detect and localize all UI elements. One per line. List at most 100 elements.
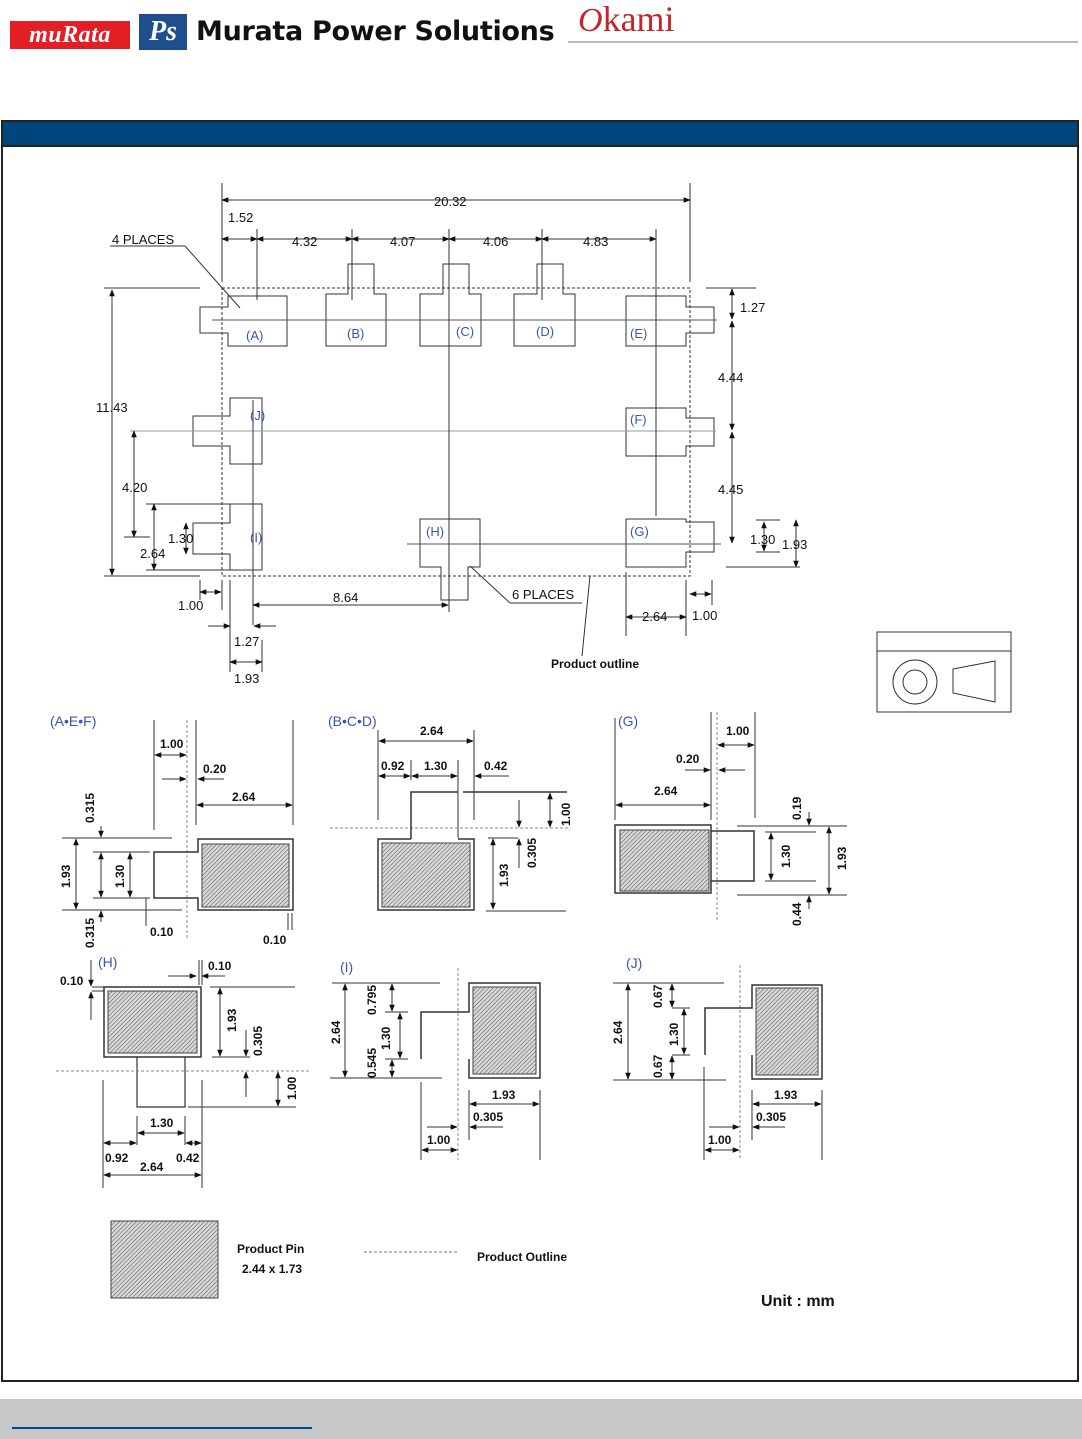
detail-g-dim-3: 2.64: [654, 784, 678, 798]
detail-h-dim-1: 0.10: [60, 974, 84, 988]
pin-label-h: (H): [426, 524, 444, 539]
main-layout: [104, 183, 800, 672]
legend-pin-label: Product Pin: [237, 1242, 304, 1256]
detail-h-dim-9: 2.64: [140, 1160, 164, 1174]
main-labels: 20.32 1.52 4.32 4.07 4.06 4.83 4 PLACES …: [96, 194, 807, 686]
detail-aef-dim-1: 1.00: [160, 737, 184, 751]
pin-label-f: (F): [630, 412, 647, 427]
footer-link-underline[interactable]: [12, 1427, 312, 1429]
detail-g-dim-1: 1.00: [726, 724, 750, 738]
detail-aef-dim-7: 0.315: [83, 918, 97, 948]
drawing-frame: [1, 120, 1079, 1382]
detail-i-dim-3: 1.30: [379, 1026, 393, 1050]
detail-i-dim-4: 0.545: [365, 1048, 379, 1078]
detail-aef-title: (A•E•F): [50, 713, 96, 729]
detail-h-labels: (H) 0.10 0.10 1.93 0.305 1.00 1.30 0.92 …: [60, 954, 299, 1174]
okami-feather-initial: O: [578, 2, 603, 39]
detail-i-dim-6: 0.305: [473, 1110, 503, 1124]
detail-bcd-dim-1: 2.64: [420, 724, 444, 738]
okami-wordmark: kami: [602, 0, 675, 39]
detail-h-title: (H): [98, 954, 117, 970]
brand-name: Murata Power Solutions: [196, 16, 555, 47]
pin-label-d: (D): [536, 324, 554, 339]
detail-j-dim-6: 0.305: [756, 1110, 786, 1124]
unit-label: Unit : mm: [761, 1293, 835, 1310]
dim-right-4-44: 4.44: [718, 370, 743, 385]
dim-right-1-93: 1.93: [782, 537, 807, 552]
detail-j-title: (J): [626, 955, 642, 971]
detail-bcd-dim-6: 0.305: [525, 838, 539, 868]
detail-aef-dim-9: 0.10: [263, 933, 287, 947]
pad-d: [513, 263, 576, 347]
pin-label-c: (C): [456, 324, 474, 339]
detail-j-dim-2: 0.67: [651, 984, 665, 1008]
callout-6-places: 6 PLACES: [512, 587, 574, 602]
pad-j: [192, 397, 263, 465]
detail-j-dim-1: 2.64: [611, 1020, 625, 1044]
detail-g-dim-2: 0.20: [676, 752, 700, 766]
ps-logo: Ps: [139, 14, 187, 50]
dim-bottom-1-00-left: 1.00: [178, 598, 203, 613]
detail-bcd: [330, 730, 570, 912]
detail-i-dim-5: 1.93: [492, 1088, 516, 1102]
detail-aef: [62, 720, 294, 940]
dim-overall-height: 11.43: [96, 400, 128, 415]
dim-bottom-1-93: 1.93: [234, 671, 259, 686]
pin-label-b: (B): [347, 326, 364, 341]
pin-label-j: (J): [250, 408, 265, 423]
dim-top-pitch-3: 4.07: [390, 234, 415, 249]
detail-h-dim-2: 0.10: [208, 959, 232, 973]
pad-a: [199, 295, 288, 347]
pin-label-e: (E): [630, 326, 647, 341]
detail-aef-dim-5: 1.93: [59, 864, 73, 888]
okami-logo: Okami: [578, 0, 675, 40]
dim-right-4-45: 4.45: [718, 482, 743, 497]
projection-symbol: [876, 631, 1012, 713]
pad-h: [419, 518, 481, 601]
detail-aef-dim-6: 1.30: [113, 864, 127, 888]
page-header: muRata Ps Murata Power Solutions Okami: [0, 0, 1082, 60]
dim-left-2-64: 2.64: [140, 546, 165, 561]
page-footer: [0, 1399, 1082, 1439]
detail-g-dim-7: 0.44: [790, 902, 804, 926]
detail-h-dim-3: 1.93: [225, 1008, 239, 1032]
detail-i-dim-7: 1.00: [427, 1133, 451, 1147]
detail-i-title: (I): [340, 959, 353, 975]
detail-aef-dim-8: 0.10: [150, 925, 174, 939]
detail-i-labels: (I) 2.64 0.795 1.30 0.545 1.93 0.305 1.0…: [329, 959, 516, 1147]
detail-aef-dim-4: 0.315: [83, 793, 97, 823]
detail-h-dim-7: 0.92: [105, 1151, 129, 1165]
pad-e: [625, 295, 715, 347]
detail-i-dim-1: 2.64: [329, 1020, 343, 1044]
dim-bottom-8-64: 8.64: [333, 590, 358, 605]
pad-f: [625, 407, 715, 457]
detail-bcd-labels: (B•C•D) 2.64 0.92 1.30 0.42 1.00 0.305 1…: [328, 713, 573, 887]
pad-i: [192, 503, 263, 571]
dim-left-4-20: 4.20: [122, 480, 147, 495]
legend-pin-swatch: [110, 1220, 219, 1299]
dim-bottom-1-27: 1.27: [234, 634, 259, 649]
detail-i: [330, 968, 541, 1160]
section-title-bar: [3, 122, 1077, 147]
pad-b: [325, 263, 387, 347]
dim-bottom-2-64: 2.64: [642, 609, 667, 624]
dim-bottom-1-00-right: 1.00: [692, 608, 717, 623]
detail-bcd-title: (B•C•D): [328, 713, 377, 729]
detail-bcd-dim-2: 0.92: [381, 759, 405, 773]
detail-bcd-dim-4: 0.42: [484, 759, 508, 773]
detail-aef-labels: (A•E•F) 1.00 0.20 2.64 0.315 1.93 1.30 0…: [50, 713, 287, 948]
dim-right-1-27: 1.27: [740, 300, 765, 315]
pin-label-i: (I): [250, 530, 262, 545]
detail-j-dim-5: 1.93: [774, 1088, 798, 1102]
detail-bcd-dim-7: 1.93: [497, 863, 511, 887]
pin-label-a: (A): [246, 328, 263, 343]
pad-c: [419, 263, 482, 347]
detail-g: [614, 712, 847, 920]
dim-top-pitch-5: 4.83: [583, 234, 608, 249]
detail-h: [56, 960, 310, 1188]
dim-right-1-30: 1.30: [750, 532, 775, 547]
detail-g-dim-5: 1.30: [779, 844, 793, 868]
murata-logo: muRata: [10, 21, 130, 49]
dim-top-pitch-4: 4.06: [483, 234, 508, 249]
legend-outline-label: Product Outline: [477, 1250, 567, 1264]
